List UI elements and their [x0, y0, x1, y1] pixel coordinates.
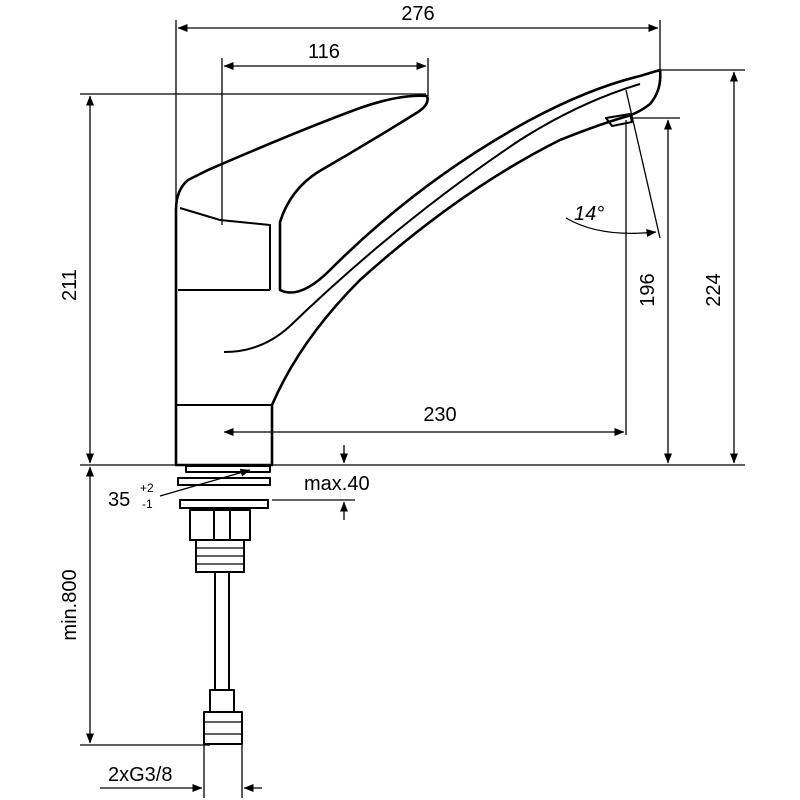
spout-inner-line: [223, 83, 641, 353]
dim-35-tol-minus: -1: [142, 497, 153, 511]
washer: [179, 499, 269, 509]
dim-230-label: 230: [423, 404, 456, 426]
dim-211-label: 211: [59, 269, 81, 301]
dim-connection-label: 2xG3/8: [108, 764, 172, 786]
dim-spout-projection: 230: [223, 120, 627, 436]
dim-224-label: 224: [703, 273, 725, 306]
mounting-nut: [189, 509, 251, 541]
aerator: [605, 113, 633, 127]
supply-hose: [214, 572, 230, 690]
dim-116-label: 116: [308, 41, 340, 63]
seal-ring-top: [185, 465, 271, 473]
dim-35-label: 35: [108, 489, 130, 511]
dim-hose-length: min.800: [59, 466, 210, 746]
dim-lever-length: 116: [221, 41, 429, 225]
lever-underside: [179, 207, 271, 290]
faucet-body: [174, 68, 662, 467]
seal-ring: [177, 477, 271, 486]
dim-body-height: 211: [59, 93, 426, 466]
dim-mounting-hole: 35 +2 -1: [108, 468, 251, 511]
dim-spout-angle: 14°: [565, 89, 661, 239]
hose-nut: [203, 711, 243, 745]
dim-max40-label: max.40: [304, 473, 370, 495]
dim-196-label: 196: [637, 273, 659, 306]
dim-connection: 2xG3/8: [100, 744, 262, 798]
hose-crimp: [209, 689, 235, 713]
dim-276-label: 276: [401, 3, 434, 25]
dim-max-deck: max.40: [272, 445, 370, 520]
mounting-assembly: [177, 465, 271, 745]
body-outline: [174, 68, 662, 467]
dim-35-tol-plus: +2: [140, 481, 154, 495]
dim-overall-height: 224: [272, 69, 745, 466]
dim-spout-outlet-height: 196: [632, 117, 680, 464]
dim-14-label: 14°: [574, 203, 604, 225]
dim-min800-label: min.800: [59, 569, 81, 640]
dim-overall-reach: 276: [175, 3, 661, 465]
